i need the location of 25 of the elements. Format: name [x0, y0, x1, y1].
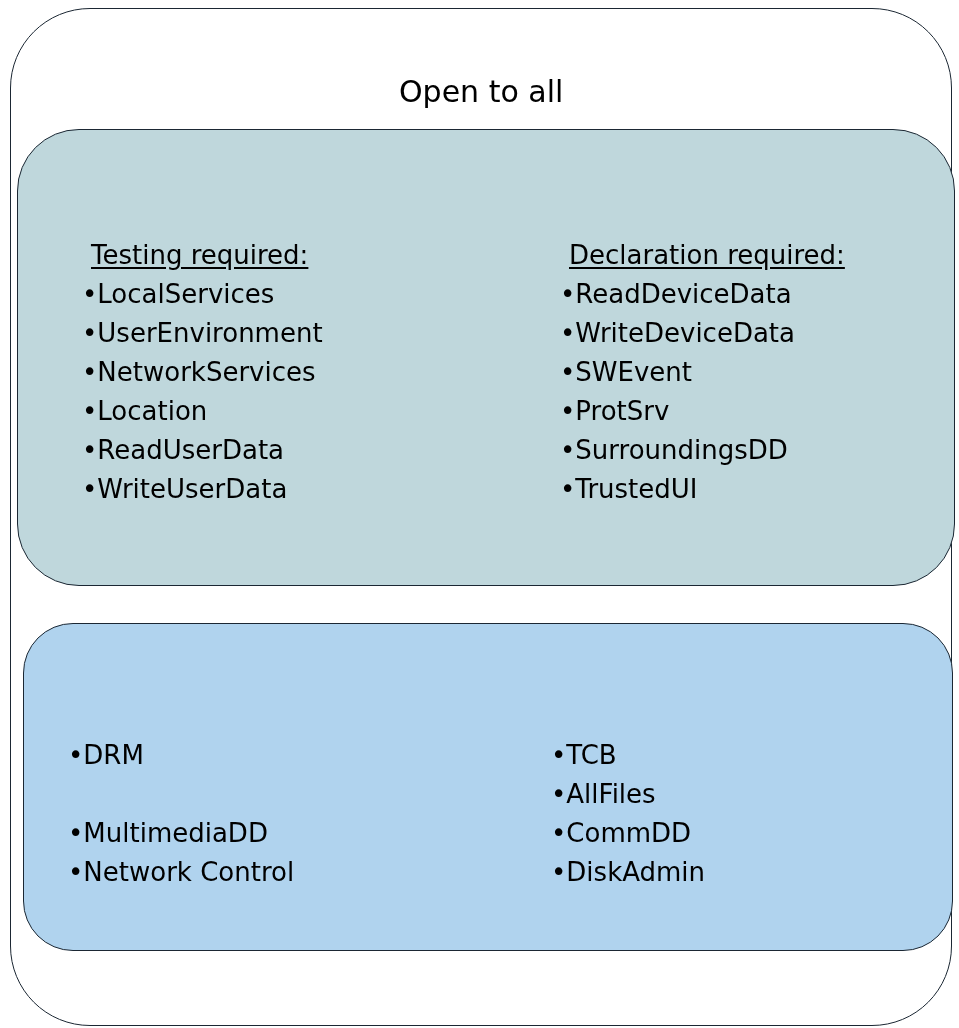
list-item: •TrustedUI	[560, 476, 698, 502]
list-item: •SWEvent	[560, 359, 693, 385]
list-item: •LocalServices	[82, 281, 275, 307]
list-item: •ProtSrv	[560, 398, 670, 424]
group-box	[23, 623, 953, 951]
list-item: •ReadDeviceData	[560, 281, 792, 307]
list-item: •DRM	[68, 742, 144, 768]
list-item: •CommDD	[551, 820, 692, 846]
list-item: •TCB	[551, 742, 617, 768]
list-item: •NetworkServices	[82, 359, 316, 385]
list-item: •AllFiles	[551, 781, 656, 807]
list-item: •SurroundingsDD	[560, 437, 788, 463]
list-item: •DiskAdmin	[551, 859, 706, 885]
list-heading: Declaration required:	[569, 242, 845, 268]
list-item: •Location	[82, 398, 208, 424]
list-item: •UserEnvironment	[82, 320, 323, 346]
list-item: •WriteDeviceData	[560, 320, 795, 346]
list-item: •Network Control	[68, 859, 295, 885]
outer-region	[10, 8, 952, 1026]
region-title: Open to all	[399, 77, 564, 107]
list-item: •ReadUserData	[82, 437, 284, 463]
list-item: •WriteUserData	[82, 476, 288, 502]
group-box	[17, 129, 955, 586]
list-heading: Testing required:	[91, 242, 309, 268]
list-item: •MultimediaDD	[68, 820, 268, 846]
